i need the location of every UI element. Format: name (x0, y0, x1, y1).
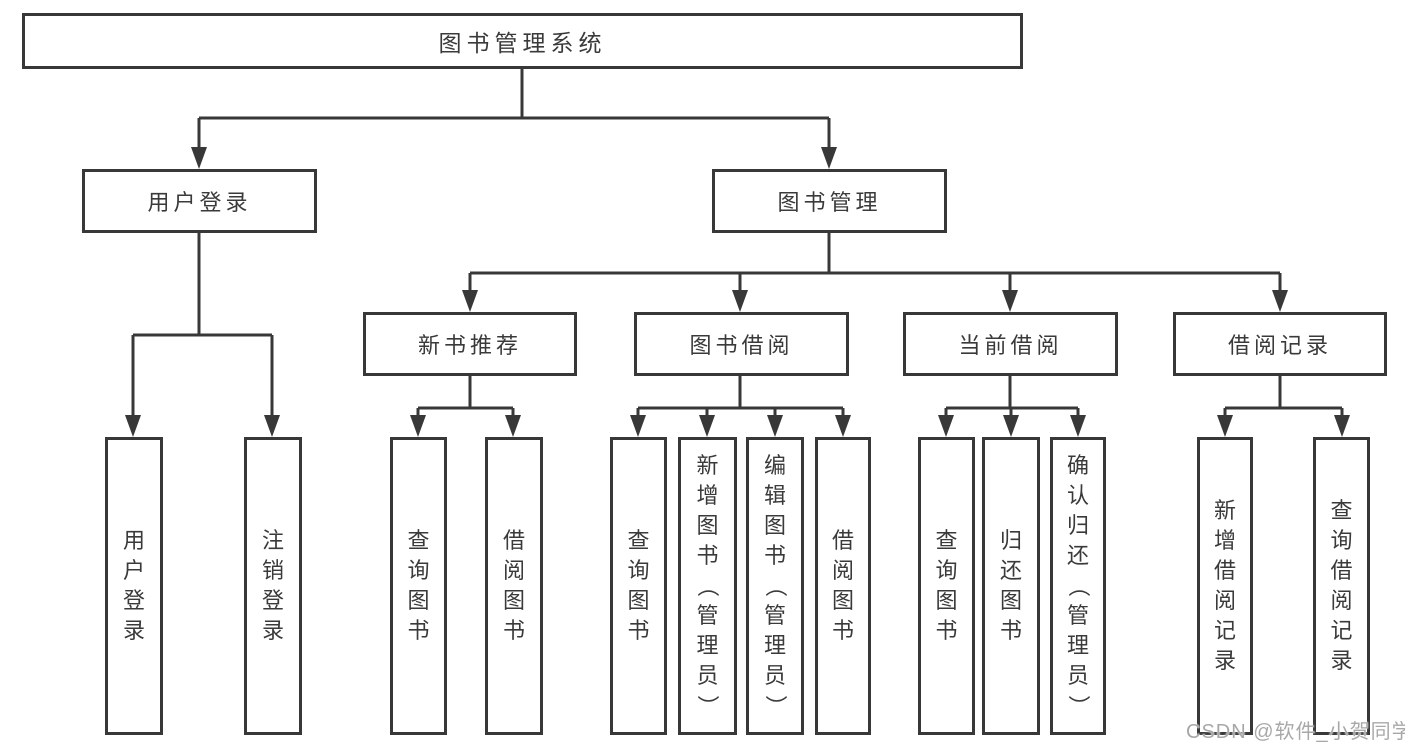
leaf-user-login: 用户登录 (105, 437, 163, 735)
leaf-label: 确认归还（管理员） (1065, 453, 1091, 718)
node-book-borrow: 图书借阅 (634, 312, 849, 376)
node-library-management-system: 图书管理系统 (22, 13, 1023, 69)
leaf-label: 新增借阅记录 (1213, 498, 1236, 673)
node-current-borrow: 当前借阅 (903, 312, 1118, 376)
node-user-login: 用户登录 (82, 169, 317, 233)
leaf-label: 归还图书 (999, 528, 1022, 643)
leaf-add-books-admin: 新增图书（管理员） (678, 437, 737, 735)
leaf-query-books-current: 查询图书 (918, 437, 975, 735)
leaf-label: 借阅图书 (831, 528, 854, 643)
leaf-borrow-books-recommend: 借阅图书 (485, 437, 543, 735)
leaf-label: 用户登录 (122, 528, 145, 643)
csdn-watermark: CSDN @软件_小贺同学 (1186, 721, 1405, 743)
leaf-return-books: 归还图书 (982, 437, 1040, 735)
leaf-label: 新增图书（管理员） (695, 453, 721, 718)
leaf-logout: 注销登录 (244, 437, 302, 735)
leaf-edit-books-admin: 编辑图书（管理员） (746, 437, 804, 735)
leaf-add-borrow-record: 新增借阅记录 (1197, 437, 1253, 735)
leaf-label: 注销登录 (261, 528, 284, 643)
node-book-management: 图书管理 (712, 169, 947, 233)
leaf-label: 查询借阅记录 (1330, 498, 1353, 673)
node-borrow-records: 借阅记录 (1173, 312, 1387, 376)
leaf-borrow-books: 借阅图书 (815, 437, 871, 735)
leaf-query-books-recommend: 查询图书 (390, 437, 447, 735)
leaf-confirm-return-admin: 确认归还（管理员） (1050, 437, 1106, 735)
leaf-label: 查询图书 (407, 528, 430, 643)
leaf-query-borrow-record: 查询借阅记录 (1313, 437, 1370, 735)
node-new-book-recommend: 新书推荐 (363, 312, 577, 376)
leaf-label: 借阅图书 (502, 528, 525, 643)
leaf-label: 查询图书 (627, 528, 650, 643)
leaf-query-books-borrow: 查询图书 (610, 437, 667, 735)
leaf-label: 查询图书 (935, 528, 958, 643)
leaf-label: 编辑图书（管理员） (762, 453, 788, 718)
